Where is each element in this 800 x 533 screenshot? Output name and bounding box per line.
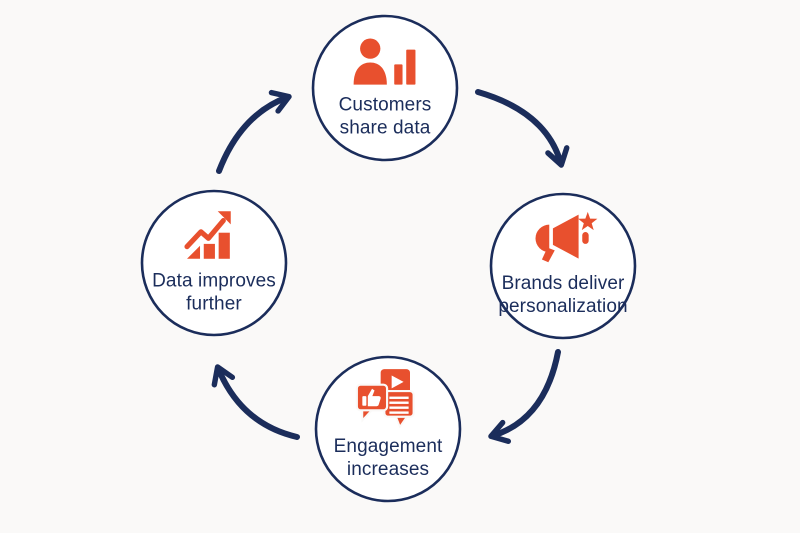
node-label-line: Data improves — [152, 270, 276, 292]
person-bar-chart-icon — [353, 38, 416, 85]
megaphone-star-icon — [535, 211, 598, 263]
node-circle-customers — [311, 14, 459, 162]
node-label-line: personalization — [498, 296, 628, 317]
cycle-node-engagement-increases: Engagement increases — [300, 367, 476, 481]
node-label: Data improves further — [152, 270, 276, 316]
node-label-line: Customers — [338, 94, 432, 116]
node-label: Customers share data — [339, 94, 432, 140]
social-engagement-icon — [355, 369, 415, 428]
flow-arrow-top-right — [475, 89, 570, 168]
node-label-line: share data — [339, 117, 431, 139]
flow-arrow-bottom-left — [211, 364, 300, 440]
chat-lines-bubble — [383, 389, 415, 428]
node-label: Engagement increases — [334, 435, 443, 481]
cycle-node-customers-share-data: Customers share data — [297, 38, 473, 140]
star-shape — [578, 211, 598, 231]
cycle-node-brands-deliver-personalization: Brands deliver personalization — [475, 210, 651, 318]
node-label-line: Brands deliver — [501, 273, 625, 294]
node-circle-data — [140, 189, 288, 337]
growth-chart-icon — [184, 211, 231, 259]
flow-arrow-bottom-right — [488, 349, 561, 444]
thumbs-up-bubble — [355, 383, 389, 423]
node-circle-brands — [489, 192, 637, 340]
cycle-node-data-improves-further: Data improves further — [126, 209, 302, 316]
flow-arrow-top-left — [216, 89, 292, 174]
node-circle-engagement — [314, 355, 462, 503]
node-label-line: further — [186, 293, 242, 315]
node-label-line: increases — [346, 459, 430, 480]
node-label: Brands deliver personalization — [498, 272, 627, 318]
node-label-line: Engagement — [333, 436, 443, 457]
